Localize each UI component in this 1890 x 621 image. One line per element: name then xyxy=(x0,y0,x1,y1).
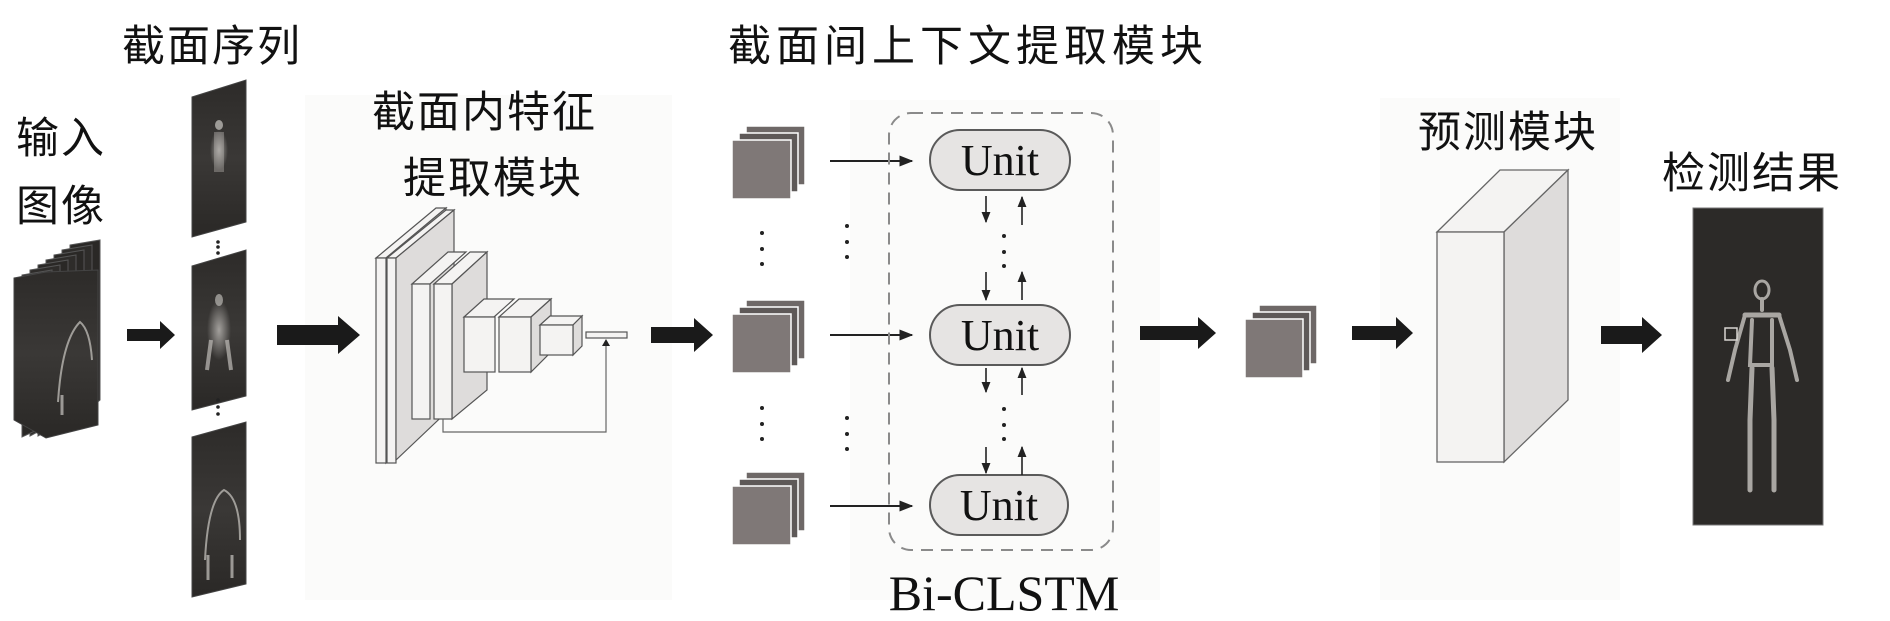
ellipsis-dots xyxy=(845,224,849,259)
detected-object-box xyxy=(1724,327,1738,341)
ellipsis-dots xyxy=(216,240,220,255)
detection-result-image xyxy=(1692,207,1824,526)
feature-map-layer xyxy=(731,485,792,546)
cnn-layer-block xyxy=(538,314,584,357)
flow-arrow-cnn-to-features xyxy=(651,318,713,352)
lstm-unit: Unit xyxy=(929,474,1069,536)
skip-connection-arrowhead xyxy=(602,339,610,346)
prediction-module-label: 预测模块 xyxy=(1418,108,1598,158)
bidirectional-arrows xyxy=(981,195,1027,475)
inter-slice-module-label: 截面间上下文提取模块 xyxy=(728,22,1208,72)
ellipsis-dots xyxy=(760,406,764,441)
flow-arrow-output-to-prediction xyxy=(1352,317,1413,349)
detection-result-label: 检测结果 xyxy=(1662,149,1842,199)
cnn-layer-block xyxy=(462,297,553,374)
ellipsis-dots xyxy=(845,416,849,451)
input-image-label-line1: 输入 xyxy=(16,114,106,164)
flow-arrow-lstm-to-output xyxy=(1140,317,1216,349)
skip-connection-line xyxy=(442,345,607,433)
feature-map-stack xyxy=(731,125,806,200)
cnn-layer-block xyxy=(410,250,489,421)
lstm-unit: Unit xyxy=(929,129,1071,191)
slice-image-top xyxy=(191,79,247,238)
feature-map-stack xyxy=(731,299,806,374)
input-image-label-line2: 图像 xyxy=(16,182,106,232)
slice-image-bottom xyxy=(191,421,247,598)
bi-clstm-dashed-box xyxy=(888,112,1114,551)
intra-slice-module-label-line2: 提取模块 xyxy=(403,154,583,204)
feature-map-layer xyxy=(731,139,792,200)
ellipsis-dots xyxy=(216,398,220,416)
lstm-unit: Unit xyxy=(929,304,1071,366)
bi-clstm-label: Bi-CLSTM xyxy=(889,565,1120,621)
slice-image-middle xyxy=(191,249,247,411)
feature-map-layer xyxy=(731,313,792,374)
body-scan-figure xyxy=(1726,279,1799,493)
flow-arrow-input-to-slices xyxy=(127,321,175,349)
fully-connected-bar xyxy=(585,331,628,339)
unit-label: Unit xyxy=(961,136,1039,185)
slice-sequence-label: 截面序列 xyxy=(122,22,302,72)
ellipsis-dots xyxy=(1002,407,1006,441)
feature-map-stack xyxy=(1244,304,1318,379)
feature-map-layer xyxy=(1244,318,1304,379)
unit-label: Unit xyxy=(961,311,1039,360)
input-slice-layer xyxy=(13,239,101,439)
cnn-feature-extractor xyxy=(374,206,628,465)
unit-label: Unit xyxy=(960,481,1038,530)
slice-sequence xyxy=(191,79,247,598)
intra-slice-module-label-line1: 截面内特征 xyxy=(372,88,597,138)
flow-arrow-slices-to-cnn xyxy=(277,316,360,354)
feature-map-stack xyxy=(731,471,806,546)
flow-arrow-prediction-to-result xyxy=(1601,317,1662,353)
input-image-stack xyxy=(13,239,101,439)
ellipsis-dots xyxy=(760,231,764,266)
prediction-block xyxy=(1435,168,1570,464)
ellipsis-dots xyxy=(1002,234,1006,268)
